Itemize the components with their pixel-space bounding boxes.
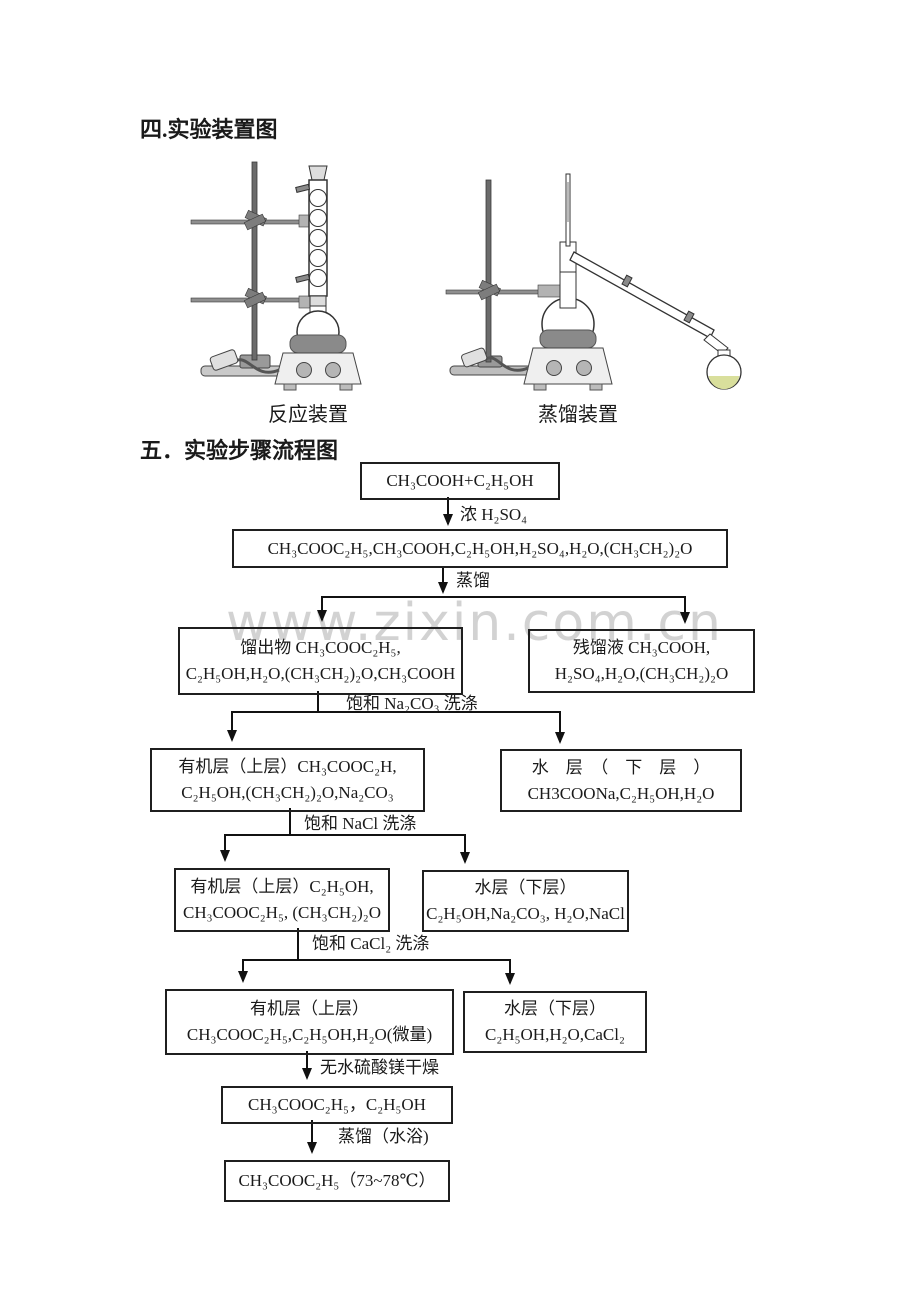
receiving-flask [706,349,742,390]
flow-box-organic-layer-1: 有机层（上层）CH₃COOC₂H, C₂H₅OH,(CH₃CH₂)₂O,Na₂C… [150,748,425,812]
flow-box-water-layer-2: 水层（下层） C₂H₅OH,Na₂CO₃, H₂O,NaCl [422,870,629,932]
flow-box-start: CH₃COOH+C₂H₅OH [360,462,560,500]
flow-box-organic2-line2: CH₃COOC₂H₅, (CH₃CH₂)₂O [182,903,381,922]
section5-title: 五．实验步骤流程图 [140,438,339,463]
power-cord-plug [209,349,280,374]
flow-box-distillate-line2: C₂H₅OH,H₂O,(CH₃CH₂)₂O,CH₃COOH [185,664,456,683]
flow-label-na2co3: 饱和 Na₂CO₃ 洗涤 [346,694,478,713]
reaction-apparatus-figure [190,161,362,391]
flow-box-water1-line1: 水 层 （ 下 层 ） [531,757,711,777]
flow-box-water1-line2: CH3COONa,C₂H₅OH,H₂O [527,783,715,803]
flow-box-residue-line1: 残馏液 CH₃COOH, [572,638,711,657]
flow-label-nacl: 饱和 NaCl 洗涤 [304,814,417,833]
flow-box-organic3-line1: 有机层（上层） [250,999,369,1018]
flow-box-residue: 残馏液 CH₃COOH, H₂SO₄,H₂O,(CH₃CH₂)₂O [528,629,755,693]
flow-label-distill: 蒸馏 [456,571,490,590]
flow-box-dried: CH₃COOC₂H₅，C₂H₅OH [221,1086,453,1124]
flow-box-mixture-text: CH₃COOC₂H₅,CH₃COOH,C₂H₅OH,H₂SO₄,H₂O,(CH₃… [267,538,693,558]
knob-icon [325,362,341,378]
condenser-arm [569,251,729,355]
knob-icon [546,360,562,376]
clamp-icon [477,279,563,301]
distillate-liquid [708,376,740,390]
figure-caption-reaction: 反应装置 [268,404,348,426]
flow-box-organic-layer-3: 有机层（上层） CH₃COOC₂H₅,C₂H₅OH,H₂O(微量) [165,989,454,1055]
flow-box-organic1-line2: C₂H₅OH,(CH₃CH₂)₂O,Na₂CO₃ [181,783,394,802]
knob-icon [296,362,312,378]
flow-box-organic1-line1: 有机层（上层）CH₃COOC₂H, [178,757,397,776]
knob-icon [576,360,592,376]
heating-mantle [539,329,597,349]
hotplate-stirrer [274,352,362,391]
flow-box-water-layer-3: 水层（下层） C₂H₅OH,H₂O,CaCl₂ [463,991,647,1053]
flow-box-mixture: CH₃COOC₂H₅,CH₃COOH,C₂H₅OH,H₂SO₄,H₂O,(CH₃… [232,529,728,568]
flow-box-organic2-line1: 有机层（上层）C₂H₅OH, [190,877,374,896]
flow-label-distill-bath: 蒸馏（水浴) [338,1127,429,1146]
flow-box-distillate: 馏出物 CH₃COOC₂H₅, C₂H₅OH,H₂O,(CH₃CH₂)₂O,CH… [178,627,463,695]
flow-box-organic3-line2: CH₃COOC₂H₅,C₂H₅OH,H₂O(微量) [186,1025,433,1044]
heating-mantle [289,334,347,354]
flow-box-water2-line2: C₂H₅OH,Na₂CO₃, H₂O,NaCl [426,904,625,923]
flow-box-water2-line1: 水层（下层） [474,878,577,897]
flow-box-water-layer-1: 水 层 （ 下 层 ） CH3COONa,C₂H₅OH,H₂O [500,749,742,812]
flow-box-product-text: CH₃COOC₂H₅（73~78℃） [238,1171,436,1190]
stand [445,179,559,376]
flow-box-water3-line1: 水层（下层） [504,999,606,1018]
distillation-apparatus-figure [445,173,742,391]
flow-label-drying: 无水硫酸镁干燥 [320,1058,439,1077]
flow-label-h2so4: 浓 H₂SO₄ [460,505,528,524]
flow-box-product: CH₃COOC₂H₅（73~78℃） [224,1160,450,1202]
flow-box-start-text: CH₃COOH+C₂H₅OH [386,471,534,490]
power-cord-plug [461,347,529,372]
flow-box-organic-layer-2: 有机层（上层）C₂H₅OH, CH₃COOC₂H₅, (CH₃CH₂)₂O [174,868,390,932]
watermark: www.zixin.com.cn [226,593,723,653]
flow-label-cacl2: 饱和 CaCl₂ 洗涤 [312,934,430,953]
flow-box-distillate-line1: 馏出物 CH₃COOC₂H₅, [240,638,401,657]
hotplate-stirrer [523,347,613,391]
flow-box-residue-line2: H₂SO₄,H₂O,(CH₃CH₂)₂O [554,664,729,683]
section4-title: 四.实验装置图 [140,117,278,142]
flow-box-water3-line2: C₂H₅OH,H₂O,CaCl₂ [485,1025,625,1044]
figure-caption-distillation: 蒸馏装置 [538,404,618,426]
flow-box-dried-text: CH₃COOC₂H₅，C₂H₅OH [248,1095,426,1114]
reflux-condenser [295,165,328,309]
